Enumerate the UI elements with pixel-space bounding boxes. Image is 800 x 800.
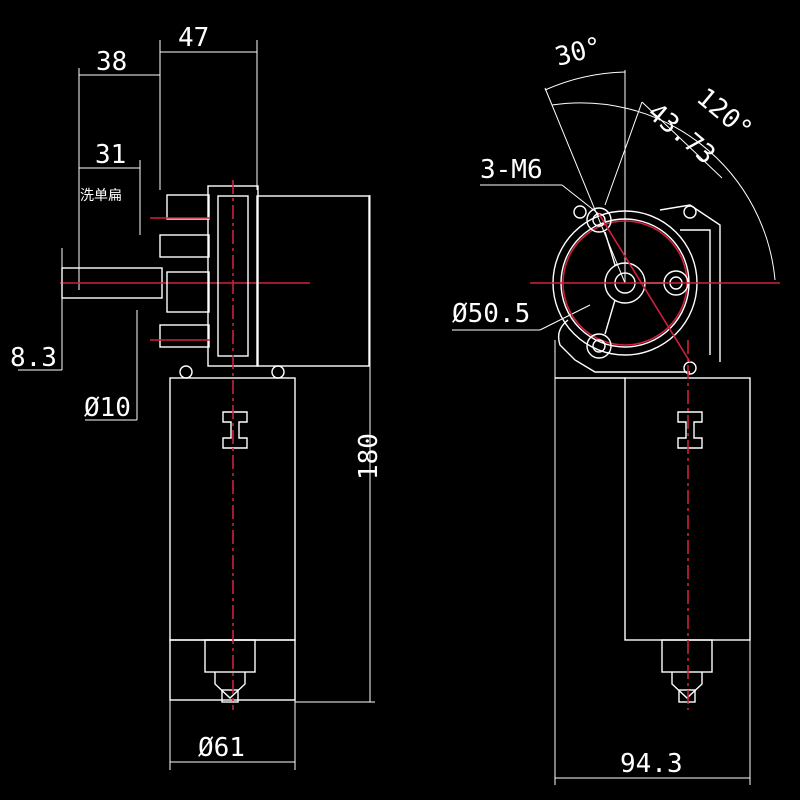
gearbox-flange: [150, 185, 259, 367]
side-view: 47 38 31 洗单扁 8.3: [10, 23, 384, 770]
dim-180: 180: [295, 195, 384, 703]
dim-31: 31 洗单扁: [79, 140, 141, 235]
dim-8-3: 8.3: [10, 248, 63, 373]
m6-label: 3-M6: [480, 155, 543, 185]
dim-8-3-label: 8.3: [10, 343, 57, 373]
washer-label: 洗单扁: [80, 188, 122, 204]
front-flange: [530, 204, 780, 375]
dim-94-3-label: 94.3: [620, 749, 683, 779]
front-motor-can: [555, 340, 751, 710]
dim-47-label: 47: [178, 23, 209, 53]
dim-38: 38: [78, 47, 160, 290]
motor-can: [169, 180, 296, 710]
dim-dia61: Ø61: [169, 700, 296, 770]
dim-47: 47: [159, 23, 258, 190]
dim-38-label: 38: [96, 47, 127, 77]
dia50-5-label: Ø50.5: [452, 299, 530, 329]
dim-94-3: 94.3: [554, 340, 751, 785]
dim-dia10-label: Ø10: [84, 393, 131, 423]
angle-30-label: 30°: [552, 32, 605, 73]
dim-dia61-label: Ø61: [198, 733, 245, 763]
gearbox-body: [256, 195, 370, 367]
dim-dia10: Ø10: [84, 310, 138, 423]
front-view: 30° 120° 43.73 3-M6 Ø50.5: [452, 32, 780, 785]
dim-31-label: 31: [95, 140, 126, 170]
dim-180-label: 180: [354, 433, 384, 480]
dim-3m6: 3-M6: [480, 155, 601, 216]
angle-arcs: 30° 120°: [544, 32, 780, 284]
dim-dia50-5: Ø50.5: [452, 299, 591, 331]
